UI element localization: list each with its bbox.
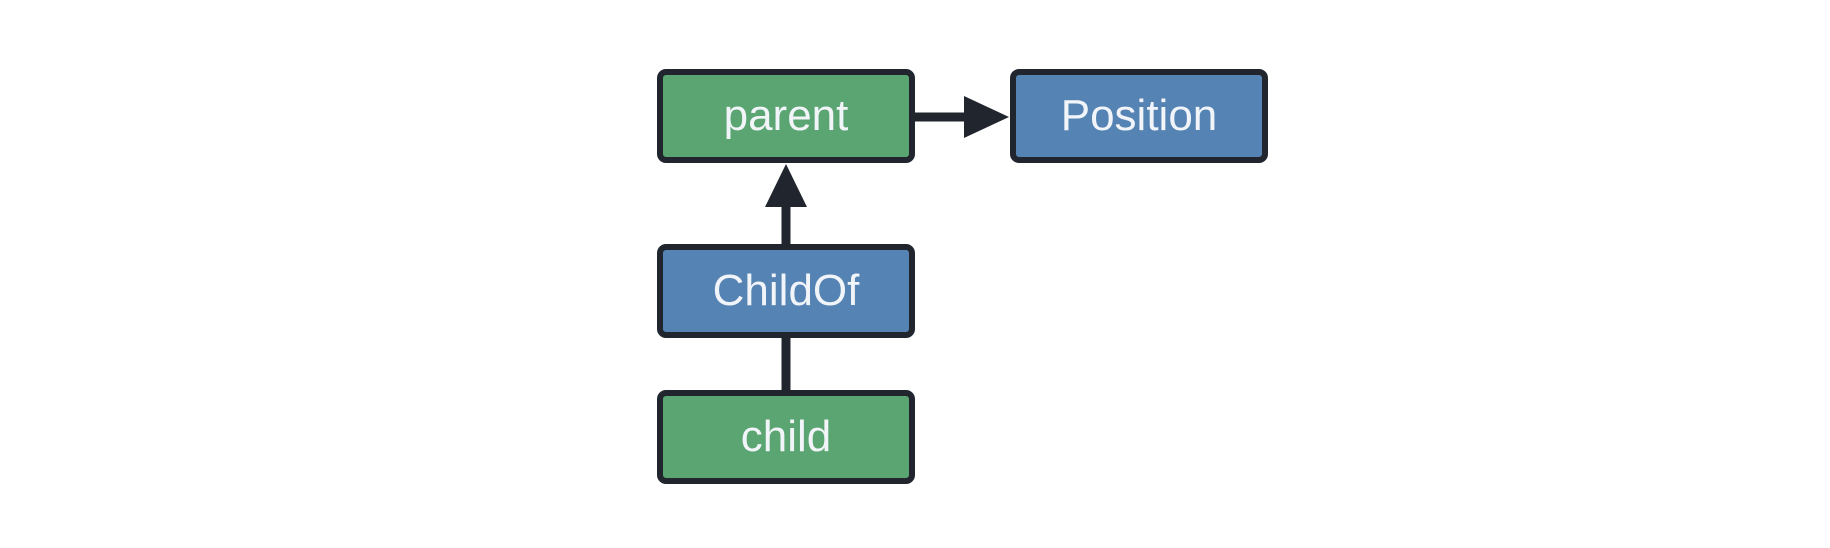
node-parent: parent (657, 69, 915, 163)
node-child: child (657, 390, 915, 484)
node-parent-label: parent (723, 91, 849, 140)
edge-childof-parent-arrowhead (765, 164, 807, 207)
node-childof: ChildOf (657, 244, 915, 338)
node-childof-label: ChildOf (712, 266, 860, 315)
edge-parent-position-arrowhead (964, 96, 1009, 138)
node-position-label: Position (1060, 91, 1218, 140)
edge-childof-parent (765, 164, 807, 247)
node-child-label: child (740, 412, 832, 461)
node-position: Position (1010, 69, 1268, 163)
edge-parent-position (910, 96, 1009, 138)
